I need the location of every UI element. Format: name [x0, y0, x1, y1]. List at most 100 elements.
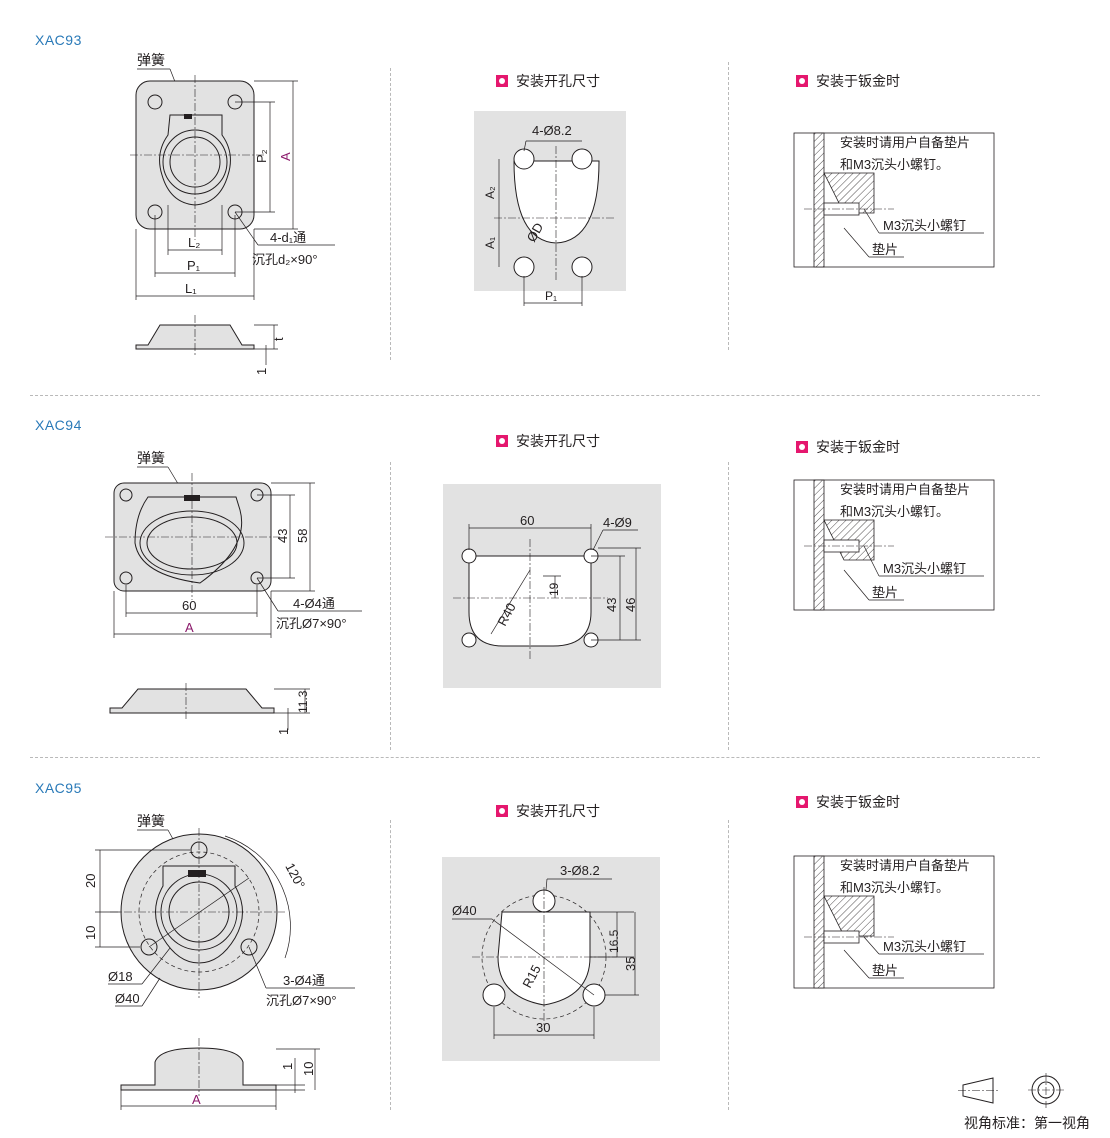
side-profile [109, 688, 275, 714]
cutout-46: 46 [623, 598, 638, 612]
note-line1: 安装时请用户自备垫片 [840, 482, 970, 497]
dim-10: 10 [83, 926, 98, 940]
column-divider [728, 820, 729, 1110]
spring-label: 弹簧 [137, 450, 165, 466]
model-label-xac95: XAC95 [35, 780, 82, 796]
xac93-top-view: 弹簧 P₂ A L₂ P₁ L₁ 4-d₁通 沉孔d₂×90° t 1 [130, 52, 335, 375]
washer-label: 垫片 [872, 963, 898, 978]
cutout-title-text: 安装开孔尺寸 [516, 73, 600, 89]
sheet-title-text: 安装于钣金时 [816, 439, 900, 455]
dim-1: 1 [280, 1063, 295, 1070]
countersink-spec: 沉孔Ø7×90° [276, 616, 347, 631]
cutout-a1: A₁ [483, 237, 497, 249]
cutout-title-text: 安装开孔尺寸 [516, 433, 600, 449]
cutout-holes: 4-Ø9 [603, 515, 632, 530]
model-label-xac94: XAC94 [35, 417, 82, 433]
spring-label: 弹簧 [137, 52, 165, 68]
countersink-spec: 沉孔d₂×90° [252, 252, 318, 267]
cutout-30: 30 [536, 1020, 550, 1035]
dim-p1: P₁ [187, 258, 201, 273]
note-line1: 安装时请用户自备垫片 [840, 858, 970, 873]
spring-mark [188, 870, 206, 877]
xac93-cutout: 4-Ø8.2 A₂ A₁ ØD P₁ [474, 111, 626, 306]
marker-icon [496, 75, 508, 87]
model-label-xac93: XAC93 [35, 32, 82, 48]
dim-1: 1 [276, 728, 291, 735]
sheet-title-text: 安装于钣金时 [816, 73, 900, 89]
section-divider [30, 757, 1040, 758]
cutout-43: 43 [604, 598, 619, 612]
spring-label: 弹簧 [137, 813, 165, 829]
sheet-title: 安装于钣金时 [796, 71, 900, 91]
note-line2: 和M3沉头小螺钉。 [840, 880, 949, 895]
mount-hole [140, 938, 158, 956]
column-divider [728, 462, 729, 750]
cutout-a2: A₂ [483, 186, 497, 199]
section-divider [30, 395, 1040, 396]
sheet-title: 安装于钣金时 [796, 792, 900, 812]
ring-handle [155, 865, 243, 964]
view-standard-label: 视角标准：第一视角 [964, 1115, 1090, 1131]
dim-10: 10 [301, 1062, 316, 1076]
xac95-top-view: 弹簧 120° 20 10 Ø18 Ø40 3-Ø4通 沉孔Ø7×90° 1 1… [83, 813, 355, 1110]
column-divider [390, 820, 391, 1110]
column-divider [390, 462, 391, 750]
dim-58: 58 [295, 529, 310, 543]
note-line2: 和M3沉头小螺钉。 [840, 157, 949, 172]
xac95-cutout: 3-Ø8.2 Ø40 16.5 35 R15 30 [442, 857, 660, 1061]
cutout-19: 19 [547, 582, 561, 596]
sheet-title: 安装于钣金时 [796, 437, 900, 457]
sheet-title-text: 安装于钣金时 [816, 794, 900, 810]
dim-d18: Ø18 [108, 969, 133, 984]
hole-spec: 3-Ø4通 [283, 973, 325, 988]
xac94-top-view: 弹簧 43 58 60 A 4-Ø4通 沉孔Ø7×90° 11.3 1 [105, 450, 362, 735]
marker-icon [796, 75, 808, 87]
dim-1: 1 [254, 368, 269, 375]
screw-label: M3沉头小螺钉 [883, 939, 966, 954]
mount-hole [240, 938, 258, 956]
dim-d40: Ø40 [115, 991, 140, 1006]
column-divider [390, 68, 391, 360]
dim-t: t [271, 337, 286, 341]
dim-120: 120° [282, 860, 308, 891]
mount-hole [119, 488, 133, 502]
cutout-60: 60 [520, 513, 534, 528]
cutout-d40: Ø40 [452, 903, 477, 918]
mount-hole [119, 571, 133, 585]
mount-hole [147, 94, 163, 110]
dim-60: 60 [182, 598, 196, 613]
cutout-shape [513, 160, 600, 244]
hole-spec: 4-Ø4通 [293, 596, 335, 611]
cutout-title: 安装开孔尺寸 [496, 71, 600, 91]
dim-20: 20 [83, 874, 98, 888]
hole-spec: 4-d₁通 [270, 230, 306, 245]
dim-p2: P₂ [254, 149, 269, 163]
dim-a: A [185, 620, 194, 635]
cutout-holes: 4-Ø8.2 [532, 123, 572, 138]
cutout-35: 35 [623, 957, 638, 971]
spring-mark [184, 114, 192, 119]
screw-label: M3沉头小螺钉 [883, 218, 966, 233]
screw-label: M3沉头小螺钉 [883, 561, 966, 576]
marker-icon [796, 796, 808, 808]
dim-l1: L₁ [185, 281, 197, 296]
note-line1: 安装时请用户自备垫片 [840, 135, 970, 150]
dim-l2: L₂ [188, 235, 200, 250]
dim-43: 43 [275, 529, 290, 543]
xac95-sheet-detail: 安装时请用户自备垫片 和M3沉头小螺钉。 M3沉头小螺钉 垫片 [793, 855, 995, 989]
dim-a: A [278, 152, 293, 161]
marker-icon [496, 805, 508, 817]
marker-icon [496, 435, 508, 447]
cutout-title-text: 安装开孔尺寸 [516, 803, 600, 819]
cutout-title: 安装开孔尺寸 [496, 801, 600, 821]
xac93-sheet-detail: 安装时请用户自备垫片 和M3沉头小螺钉。 M3沉头小螺钉 垫片 [793, 132, 995, 268]
dim-a: A [192, 1092, 201, 1107]
xac94-sheet-detail: 安装时请用户自备垫片 和M3沉头小螺钉。 M3沉头小螺钉 垫片 [793, 479, 995, 611]
washer-label: 垫片 [872, 585, 898, 600]
cutout-p1: P₁ [545, 289, 557, 303]
cutout-holes: 3-Ø8.2 [560, 863, 600, 878]
washer-label: 垫片 [872, 242, 898, 257]
side-profile [120, 1047, 277, 1091]
countersink-spec: 沉孔Ø7×90° [266, 993, 337, 1008]
column-divider [728, 62, 729, 350]
